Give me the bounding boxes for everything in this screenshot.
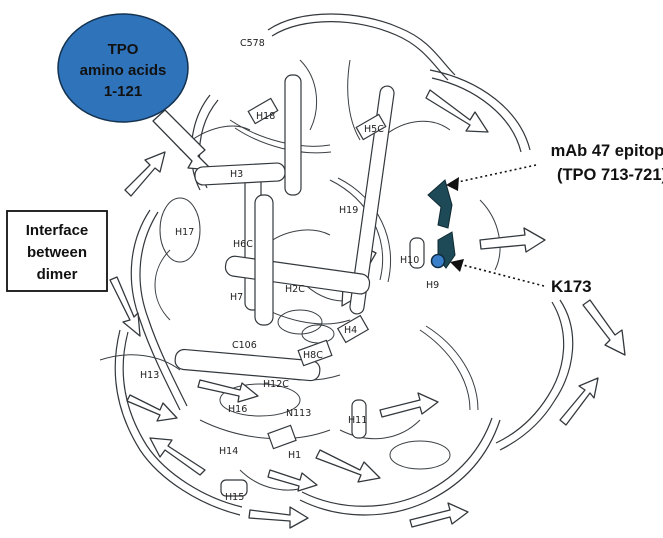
helix-cylinders: [174, 74, 425, 439]
label-h5c: H5C: [364, 124, 384, 135]
label-h3: H3: [230, 169, 243, 180]
structure-labels: C578 H18 H5C H3 H19 H6C H17 H10 H9 H7 H2…: [140, 38, 439, 503]
k173-label: K173: [551, 277, 592, 296]
label-h2c: H2C: [285, 284, 305, 295]
box-label-line3: dimer: [37, 266, 78, 283]
circle-label-line3: 1-121: [104, 83, 142, 100]
label-h16: H16: [228, 404, 247, 415]
helix-cylinder: [349, 85, 395, 315]
label-h19: H19: [339, 205, 358, 216]
label-h11: H11: [348, 415, 367, 426]
label-h17: H17: [175, 227, 194, 238]
circle-label-line2: amino acids: [80, 62, 167, 79]
helix-cylinder: [174, 348, 321, 382]
helix-cylinder: [284, 74, 302, 196]
label-h10: H10: [400, 255, 419, 266]
label-h6c: H6C: [233, 239, 253, 250]
circle-label-line1: TPO: [108, 41, 139, 58]
label-c578: C578: [240, 38, 265, 49]
interface-between-dimer-box: Interface between dimer: [6, 210, 108, 292]
helix-cylinder: [194, 162, 286, 186]
k173-arrowhead: [450, 259, 464, 272]
label-h9: H9: [426, 280, 439, 291]
k173-residue-dot: [430, 253, 446, 269]
label-h1: H1: [288, 450, 301, 461]
k173-callout: K173: [450, 259, 592, 296]
helix-cylinder: [409, 237, 425, 269]
label-h14: H14: [219, 446, 238, 457]
ribbon-backbone: [99, 13, 574, 516]
label-h8c: H8C: [303, 350, 323, 361]
label-c106: C106: [232, 340, 257, 351]
epitope-label-line2: (TPO 713-721): [557, 166, 663, 184]
tpo-amino-acids-circle: TPO amino acids 1-121: [57, 13, 189, 123]
label-n113: N113: [286, 408, 311, 419]
box-label-line2: between: [27, 244, 87, 261]
helix-cylinder: [254, 194, 274, 326]
label-h18: H18: [256, 111, 275, 122]
label-h15: H15: [225, 492, 244, 503]
epitope-arrowhead: [446, 177, 459, 191]
label-h7: H7: [230, 292, 243, 303]
helix-cylinder: [351, 399, 367, 439]
epitope-label-line1: mAb 47 epitope: [551, 142, 663, 160]
label-h4: H4: [344, 325, 357, 336]
label-h12c: H12C: [263, 379, 289, 390]
beta-strand-arrows: [109, 89, 626, 529]
label-h13: H13: [140, 370, 159, 381]
epitope-callout: mAb 47 epitope (TPO 713-721): [446, 142, 663, 191]
helix-label-boxes: [220, 97, 387, 497]
box-label-line1: Interface: [26, 222, 89, 239]
